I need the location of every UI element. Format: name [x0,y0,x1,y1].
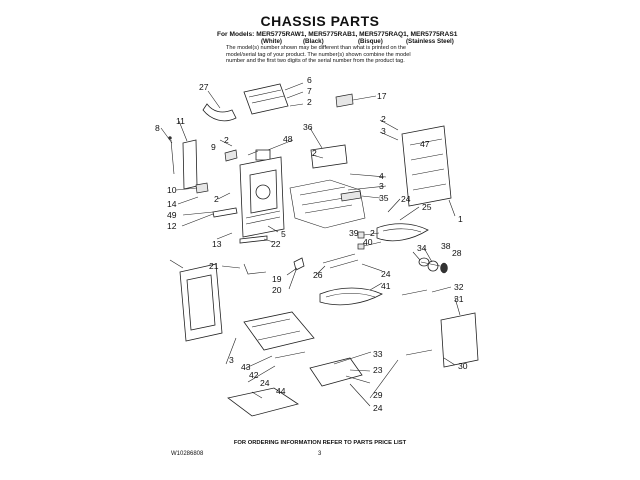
callout-label: 8 [155,123,160,133]
callout-label: 27 [199,82,209,92]
callout-label: 3 [229,355,234,365]
page-number: 3 [318,451,322,457]
callout-label: 3 [379,181,384,191]
part-drawer-support [309,357,363,387]
callout-label: 48 [283,134,293,144]
callout-label: 32 [454,282,464,292]
callout-label: 24 [373,403,383,413]
callout-label: 36 [303,122,313,132]
model-notice: The model(s) number shown may be differe… [226,45,411,65]
callout-label: 29 [373,390,383,400]
callout-label: 35 [379,193,389,203]
callout-label: 2 [370,228,375,238]
callout-label: 41 [381,281,391,291]
part-lower-bracket [195,182,209,194]
callout-label: 14 [167,199,177,209]
callout-label: 39 [349,228,359,238]
callout-label: 22 [271,239,281,249]
part-bake-element [376,223,429,242]
callout-label: 33 [373,349,383,359]
callout-label: 20 [272,285,282,295]
callout-label: 2 [307,97,312,107]
callout-label: 5 [281,229,286,239]
part-clip-40 [357,243,365,250]
callout-label: 13 [212,239,222,249]
document-number: W10286808 [171,451,204,457]
color-stainless: (Stainless Steel) [406,38,454,45]
page-title: CHASSIS PARTS [260,13,380,29]
part-strip [212,207,238,218]
callout-label: 21 [209,261,219,271]
callout-label: 28 [452,248,462,258]
callout-label: 44 [276,386,286,396]
part-broil-element [319,287,383,306]
callout-label: 23 [373,365,383,375]
callout-label: 30 [458,361,468,371]
callout-label: 24 [401,194,411,204]
callout-label: 11 [176,116,185,126]
part-rear-panel [401,125,452,207]
part-probe [293,257,305,271]
part-upper-bracket [310,144,348,169]
callout-label: 17 [377,91,387,101]
part-knob [418,257,430,267]
callout-label: 1 [458,214,463,224]
color-bisque: (Bisque) [358,38,383,45]
callout-label: 2 [214,194,219,204]
part-storage-drawer [243,311,315,351]
part-knob-38 [427,260,439,272]
part-small-plate [224,149,238,162]
callout-label: 42 [249,370,259,380]
callout-label: 34 [417,243,427,253]
callout-label: 12 [167,221,177,231]
callout-label: 40 [363,237,373,247]
part-side-panel [440,312,479,368]
callout-label: 7 [307,86,312,96]
callout-label: 24 [381,269,391,279]
part-knob-28 [440,262,448,274]
ordering-note: FOR ORDERING INFORMATION REFER TO PARTS … [233,440,407,446]
callout-label: 9 [211,142,216,152]
callout-label: 10 [167,185,177,195]
models-line: For Models: MER5775RAW1, MER5775RAB1, ME… [217,31,458,38]
callout-label: 19 [272,274,282,284]
part-bracket-35 [340,190,362,202]
callout-label: 6 [307,75,312,85]
callout-label: 26 [313,270,323,280]
part-bracket [335,93,354,108]
part-switch [255,149,271,161]
part-curved-bracket [202,103,237,122]
callout-label: 2 [381,114,386,124]
callout-label: 49 [167,210,177,220]
color-black: (Black) [303,38,324,45]
callout-label: 31 [454,294,464,304]
callout-label: 4 [379,171,384,181]
callout-label: 43 [241,362,251,372]
callout-label: 2 [312,148,317,158]
callout-label: 3 [381,126,386,136]
callout-label: 25 [422,202,432,212]
color-white: (White) [261,38,282,45]
callout-label: 24 [260,378,270,388]
callout-label: 38 [441,241,451,251]
part-drawer-bottom [227,387,299,417]
callout-label: 2 [224,135,229,145]
part-top-panel [243,83,289,115]
callout-label: 47 [420,139,430,149]
